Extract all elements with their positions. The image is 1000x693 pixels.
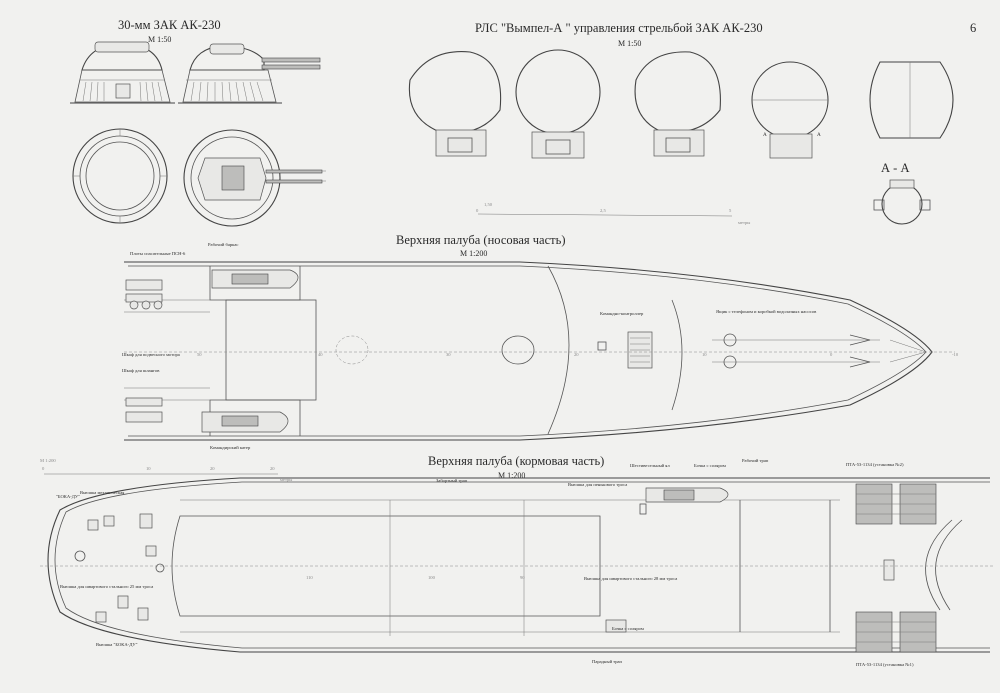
scale-bar-top: 0 1,50 2,5 5 метры: [476, 202, 750, 225]
label-pta-1: ПТА-53-1134 (установка №1): [856, 662, 914, 667]
label-phone-box: Ящик с телефоном и коробкой водолазных н…: [716, 309, 817, 314]
radar-view-2: [515, 49, 601, 159]
stern-deck-title: Верхняя палуба (кормовая часть): [428, 454, 604, 468]
radar-section-aa: А - А: [869, 61, 954, 225]
label-mooring-winch-28: Вьюшка для швартового стального 28 мм тр…: [584, 576, 677, 581]
label-boka-du-top: "БОКА-ДУ": [56, 494, 80, 499]
ak230-side-view-right: [178, 43, 321, 104]
ak230-side-view-left: [70, 41, 175, 104]
scale-top-unit: метры: [738, 220, 750, 225]
label-work-ladder: Рабочий трап: [742, 458, 769, 463]
ak230-title: 30-мм ЗАК АК-230: [118, 18, 221, 32]
bow-frame-0: 0: [830, 352, 833, 357]
stern-frame-100: 100: [428, 575, 436, 580]
scale-left-unit: метры: [280, 477, 292, 482]
scale-left-scale: М 1:200: [40, 458, 56, 463]
label-commander-boat: Командирский катер: [210, 445, 251, 450]
page-number: 6: [970, 21, 976, 35]
label-pta-2: ПТА-53-1134 (установка №2): [846, 462, 904, 467]
scale-top-tick-1: 1,50: [484, 202, 493, 208]
radar-title: РЛС "Вымпел-А " управления стрельбой ЗАК…: [475, 21, 763, 35]
bow-deck-scale: М 1:200: [460, 249, 487, 258]
scale-top-tick-3: 5: [729, 208, 732, 213]
label-winch-rope-top: Вьюшка для пенькового троса: [568, 482, 627, 487]
radar-scale: М 1:50: [618, 39, 641, 48]
bow-deck-title: Верхняя палуба (носовая часть): [396, 233, 565, 247]
section-title: А - А: [881, 161, 909, 175]
label-mech-winch: Вьюшка механическая: [80, 490, 125, 495]
scale-top-tick-2: 2,5: [600, 208, 606, 214]
bow-frame-10: 10: [702, 352, 707, 357]
label-boka-du-bottom: Вьюшка "БОКА-ДУ": [96, 642, 138, 647]
label-six-oar: Шестивесельный ял: [630, 463, 670, 468]
scale-left-tick-3: 20: [270, 466, 275, 471]
ak230-plan-turret: [183, 129, 326, 227]
bow-deck-plan: [124, 261, 955, 441]
scale-left-tick-1: 10: [146, 466, 151, 471]
ak230-scale: М 1:50: [148, 35, 171, 44]
label-boarding-ladder: Забортный трап: [436, 478, 468, 483]
scale-left-tick-2: 20: [210, 466, 215, 471]
scale-left-tick-0: 0: [42, 466, 45, 471]
stern-frame-110: 110: [306, 575, 313, 580]
label-outboard-cabinet: Шкаф для подвесного мотора: [122, 352, 180, 357]
stern-frame-90: 90: [520, 575, 525, 580]
label-work-boat: Рабочий баркас: [208, 242, 238, 247]
stern-deck-scale: М 1:200: [498, 471, 525, 480]
scale-bar-left: М 1:200 0 10 20 20 метры: [40, 458, 292, 482]
label-command-post: Командно-контроллер: [600, 311, 644, 316]
label-fuel-barrels-top: Бочка с соляром: [694, 463, 726, 468]
radar-view-3: [634, 51, 721, 157]
radar-view-1: [408, 51, 502, 157]
bow-frame-40: 40: [318, 352, 323, 357]
section-mark-a1: А: [763, 132, 767, 138]
label-parade-ladder: Парадный трап: [592, 659, 623, 664]
section-mark-a2: А: [817, 132, 821, 138]
label-fuel-barrels-bottom: Бочка с соляром: [612, 626, 644, 631]
bow-frame-20: 20: [574, 352, 579, 357]
label-life-rafts: Плоты спасательные ПСН-6: [130, 251, 186, 256]
bow-frame-50: 50: [197, 352, 202, 357]
stern-deck-plan: [40, 477, 995, 653]
radar-view-4: А А: [751, 61, 829, 159]
bow-frame-30: 30: [446, 352, 451, 357]
scale-top-tick-0: 0: [476, 208, 479, 213]
bow-frame-minus10: -10: [952, 352, 959, 357]
ak230-plan-ring: [72, 128, 168, 224]
label-diver-cabinet: Шкаф для шлангов: [122, 368, 160, 373]
label-mooring-winch-25: Вьюшка для швартового стального 25 мм тр…: [60, 584, 153, 589]
